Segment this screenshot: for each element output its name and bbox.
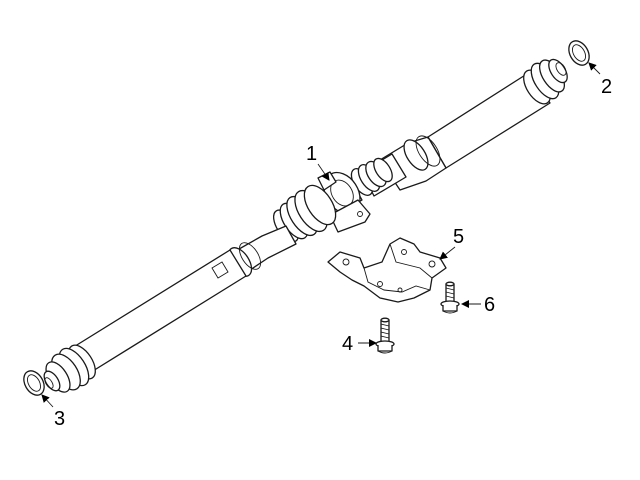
support-bracket: [327, 237, 447, 303]
rear-seal-ring: [568, 40, 590, 66]
front-shaft-tube: [71, 249, 247, 375]
callout-5: 5: [453, 226, 464, 248]
leader-1: [317, 163, 330, 181]
callout-1: 1: [306, 143, 317, 165]
mounting-bolt-lower: [375, 317, 395, 354]
front-seal-ring: [23, 370, 45, 396]
propeller-shaft-assembly: [43, 58, 568, 393]
leader-5: [439, 246, 456, 260]
callout-3: 3: [54, 408, 65, 430]
mounting-bolt-right: [440, 281, 460, 314]
leader-3: [41, 394, 54, 408]
callout-leaders: [41, 62, 601, 408]
center-bearing: [317, 171, 371, 233]
callout-6: 6: [484, 294, 495, 316]
rear-joint-boot: [523, 58, 568, 105]
leader-2: [588, 62, 601, 75]
front-joint-boot: [43, 344, 96, 393]
center-rear-boot: [350, 157, 393, 196]
callout-4: 4: [342, 333, 353, 355]
callout-2: 2: [601, 76, 612, 98]
